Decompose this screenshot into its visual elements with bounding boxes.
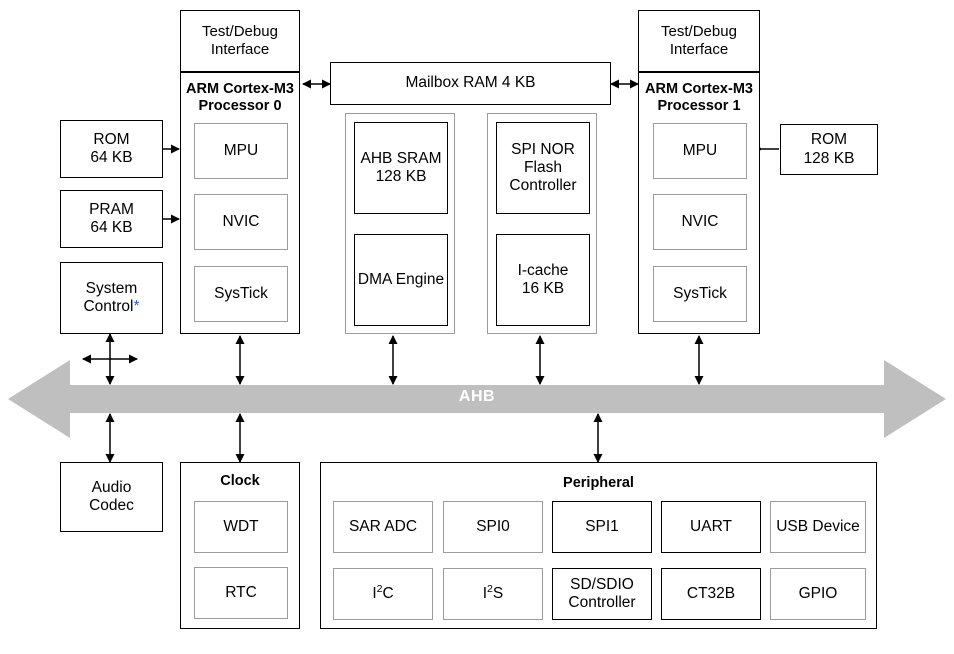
- i2s-block: I2S: [443, 568, 543, 620]
- clock-group-caption: Clock: [220, 473, 260, 489]
- spi-nor-flash-controller-block: SPI NOR Flash Controller: [496, 122, 590, 214]
- cpu1-divider: [639, 71, 759, 73]
- system-control-footnote-marker: *: [133, 298, 140, 315]
- mailbox-ram-block: Mailbox RAM 4 KB: [330, 62, 611, 105]
- dma-engine-block: DMA Engine: [354, 234, 448, 326]
- cpu1-mpu-block: MPU: [653, 123, 747, 179]
- ahb-sram-block: AHB SRAM 128 KB: [354, 122, 448, 214]
- i2s-label-tail: S: [492, 584, 504, 602]
- cpu0-mpu-block: MPU: [194, 123, 288, 179]
- peripheral-group-container: Peripheral SAR ADC SPI0 SPI1 UART USB De…: [320, 462, 877, 629]
- sar-adc-block: SAR ADC: [333, 501, 433, 553]
- cpu0-core-label: ARM Cortex-M3 Processor 0: [186, 81, 294, 115]
- cpu1-core-label: ARM Cortex-M3 Processor 1: [645, 81, 753, 115]
- i2c-block: I2C: [333, 568, 433, 620]
- spi1-block: SPI1: [552, 501, 652, 553]
- flash-group-container: SPI NOR Flash Controller I-cache 16 KB: [487, 113, 597, 334]
- ct32b-block: CT32B: [661, 568, 761, 620]
- i2c-superscript: 2: [376, 582, 383, 595]
- ahb-bus-label: AHB: [458, 388, 496, 405]
- system-control-label: System Control: [83, 279, 138, 315]
- peripheral-group-caption: Peripheral: [563, 475, 634, 491]
- pram-64kb-block: PRAM 64 KB: [60, 190, 163, 248]
- i2c-label-main: I: [372, 584, 377, 602]
- cpu1-systick-block: SysTick: [653, 266, 747, 322]
- uart-block: UART: [661, 501, 761, 553]
- cpu0-nvic-block: NVIC: [194, 194, 288, 250]
- usb-device-block: USB Device: [770, 501, 866, 553]
- ahb-bus-arrow: [8, 358, 946, 440]
- cpu0-systick-block: SysTick: [194, 266, 288, 322]
- i2c-label-tail: C: [382, 584, 394, 602]
- rom-64kb-block: ROM 64 KB: [60, 120, 163, 178]
- wdt-block: WDT: [194, 501, 288, 553]
- cpu0-debug-label: Test/Debug Interface: [202, 23, 278, 58]
- cpu1-container: Test/Debug Interface ARM Cortex-M3 Proce…: [638, 10, 760, 334]
- clock-group-container: Clock WDT RTC: [180, 462, 300, 629]
- spi0-block: SPI0: [443, 501, 543, 553]
- audio-codec-block: Audio Codec: [60, 462, 163, 532]
- i-cache-block: I-cache 16 KB: [496, 234, 590, 326]
- rtc-block: RTC: [194, 567, 288, 619]
- cpu0-container: Test/Debug Interface ARM Cortex-M3 Proce…: [180, 10, 300, 334]
- sd-sdio-controller-block: SD/SDIO Controller: [552, 568, 652, 620]
- cpu1-nvic-block: NVIC: [653, 194, 747, 250]
- i2s-superscript: 2: [487, 582, 493, 595]
- gpio-block: GPIO: [770, 568, 866, 620]
- cpu0-divider: [181, 71, 299, 73]
- cpu1-debug-label: Test/Debug Interface: [661, 23, 737, 58]
- rom-128kb-block: ROM 128 KB: [780, 124, 878, 175]
- system-control-block: System Control*: [60, 262, 163, 334]
- i2s-label-main: I: [482, 584, 488, 602]
- memory-group-container: AHB SRAM 128 KB DMA Engine: [345, 113, 455, 334]
